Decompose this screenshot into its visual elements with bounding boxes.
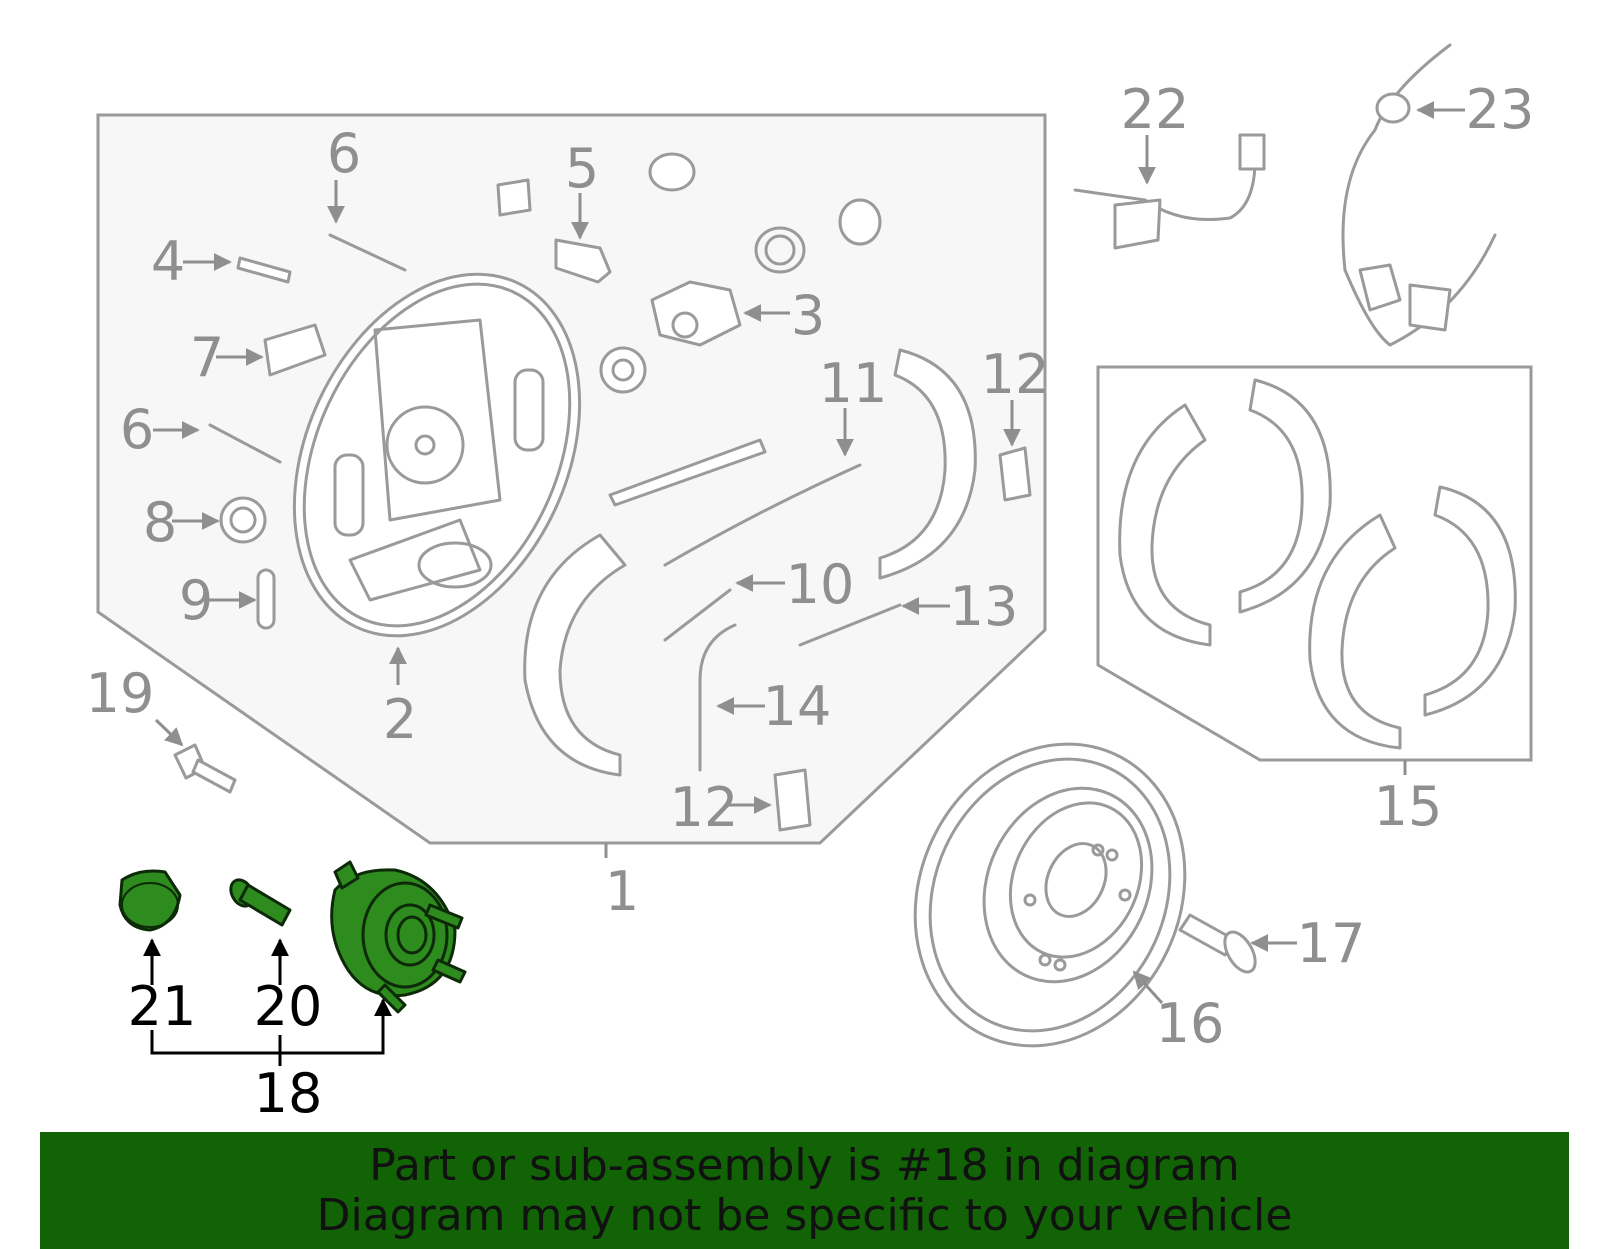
callout-8: 8 <box>143 491 177 554</box>
wheel-cylinder-part <box>650 280 742 347</box>
backing-plate-part <box>292 272 582 638</box>
callout-1: 1 <box>605 860 639 923</box>
banner-line-2: Diagram may not be specific to your vehi… <box>316 1189 1293 1241</box>
brake-shoe-set-part <box>1118 378 1517 750</box>
callout-6a: 6 <box>327 122 361 185</box>
callout-20[interactable]: 20 <box>254 975 323 1038</box>
abs-sensor-part <box>1073 43 1497 347</box>
hub-cap-highlighted-part <box>118 869 182 932</box>
highlight-leader-lines <box>143 938 392 1066</box>
info-banner: Part or sub-assembly is #18 in diagram D… <box>40 1132 1569 1249</box>
callout-16: 16 <box>1156 992 1225 1055</box>
callout-15: 15 <box>1374 775 1443 838</box>
callout-11: 11 <box>819 352 888 415</box>
bolt-part <box>173 743 237 794</box>
assembly-1-panel <box>96 113 1047 845</box>
brake-shoes-part <box>523 348 977 777</box>
leader-lines <box>153 101 1465 1005</box>
callout-7: 7 <box>190 326 224 389</box>
callout-4: 4 <box>151 230 185 293</box>
callout-2: 2 <box>383 688 417 751</box>
callout-5: 5 <box>565 137 599 200</box>
brake-drum-part <box>913 742 1187 1048</box>
banner-line-1: Part or sub-assembly is #18 in diagram <box>369 1139 1240 1191</box>
assembly-15-panel <box>1096 365 1533 762</box>
callout-14: 14 <box>763 675 832 738</box>
callout-17: 17 <box>1297 912 1366 975</box>
callout-22: 22 <box>1121 78 1190 141</box>
small-parts <box>208 152 1032 832</box>
hub-assembly-highlighted-part <box>330 860 467 1014</box>
callout-19: 19 <box>86 662 155 725</box>
drum-screw-part <box>1178 913 1257 974</box>
hub-bolt-highlighted-part <box>229 878 292 927</box>
callout-23: 23 <box>1466 78 1535 141</box>
callout-12b: 12 <box>670 776 739 839</box>
callout-10: 10 <box>786 553 855 616</box>
callout-18[interactable]: 18 <box>254 1062 323 1125</box>
callout-21[interactable]: 21 <box>128 975 197 1038</box>
callout-13: 13 <box>950 575 1019 638</box>
callout-6b: 6 <box>120 398 154 461</box>
callout-12a: 12 <box>981 343 1050 406</box>
callout-9: 9 <box>179 569 213 632</box>
callout-3: 3 <box>791 284 825 347</box>
